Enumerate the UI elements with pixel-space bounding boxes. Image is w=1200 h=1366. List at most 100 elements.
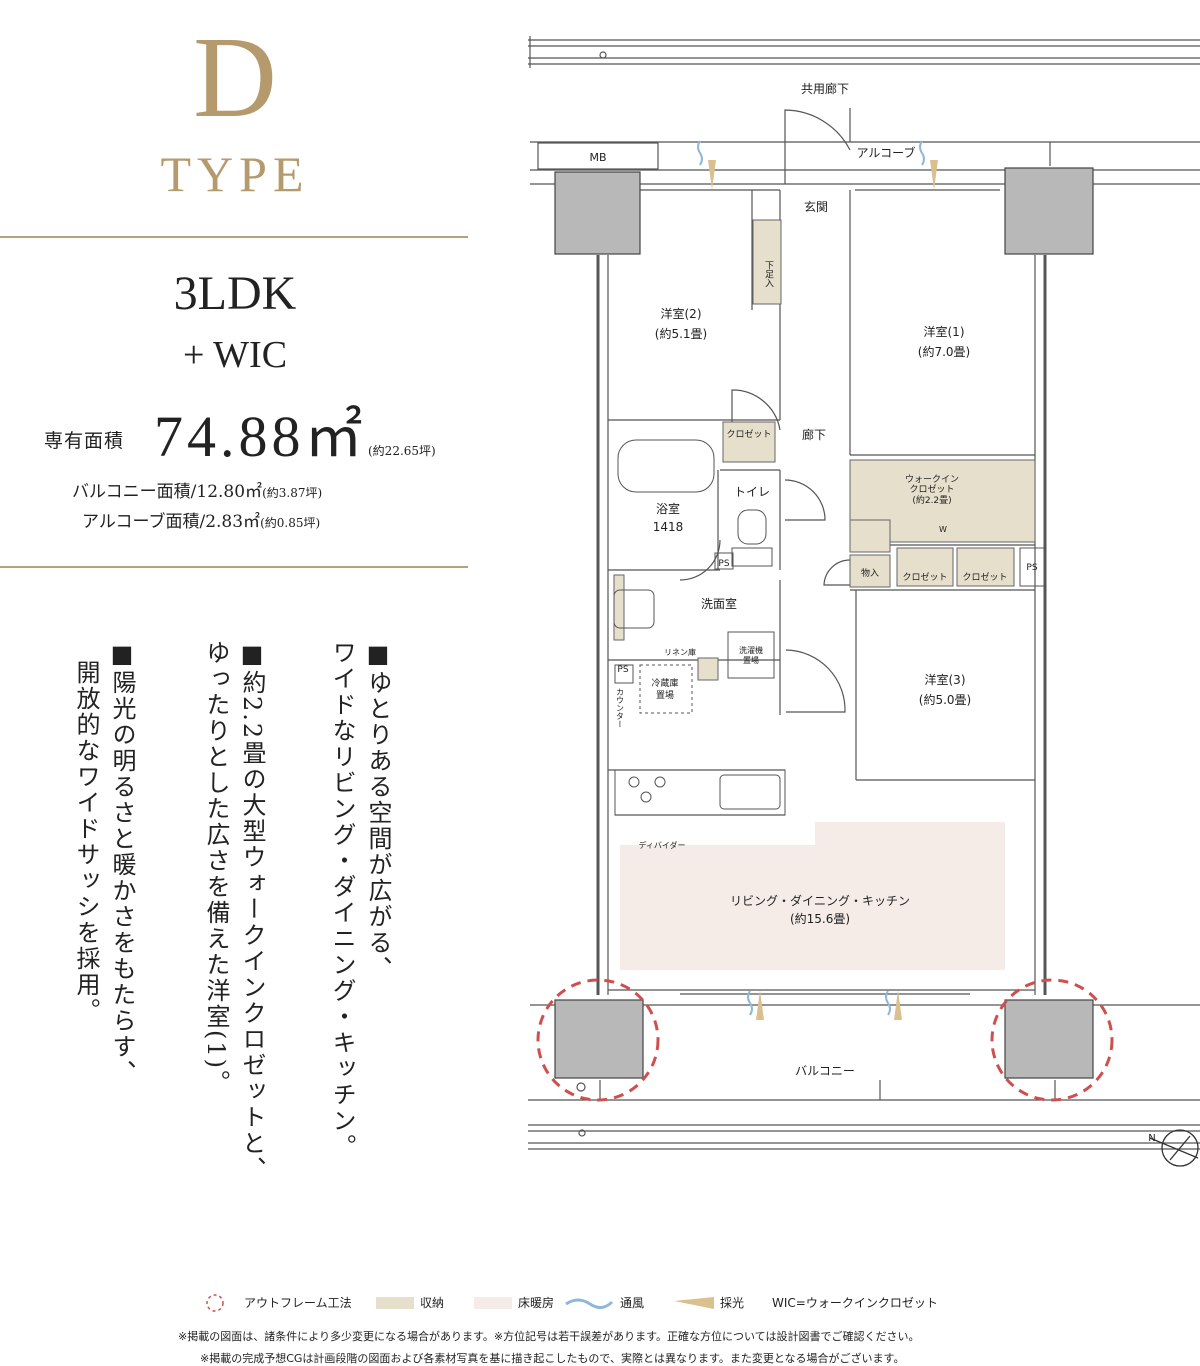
light-icon-back-1 [756, 990, 764, 1020]
label-alcove: アルコーブ [857, 145, 916, 160]
label-room1-size: (約7.0畳) [918, 344, 970, 359]
daylight-legend-icon [672, 1292, 716, 1321]
kitchen-counter [614, 769, 786, 816]
label-walkin-size: (約2.2畳) [912, 494, 951, 506]
label-ps-bath: PS [718, 559, 729, 569]
floor-heating-extension [815, 822, 1005, 852]
label-counter: カウンター [616, 688, 625, 728]
alcove-area: アルコーブ面積/2.83㎡(約0.85坪) [82, 510, 320, 535]
pillar-top-left [554, 171, 641, 255]
shoe-storage [752, 219, 782, 305]
label-closet-room2: クロゼット [726, 428, 771, 440]
legend-ventilation: 通風 [620, 1296, 645, 1310]
kitchen-sink [719, 774, 781, 810]
compass-icon [1149, 1129, 1199, 1167]
alcove-area-tsubo: (約0.85坪) [260, 516, 321, 530]
type-word: TYPE [160, 146, 310, 202]
label-closet-a: クロゼット [902, 571, 947, 583]
feature-2-line-1: ■約2.2畳の大型ウォークインクロゼットと、 [238, 640, 266, 1183]
note-1: ※掲載の図面は、諸条件により多少変更になる場合があります。※方位記号は若干誤差が… [178, 1330, 920, 1343]
label-fridge-2: 置場 [656, 689, 674, 701]
pillar-bottom-right [1004, 999, 1094, 1079]
label-walkin-2: クロゼット [909, 483, 954, 495]
area-value: 74.88㎡ [154, 404, 367, 469]
label-room2-size: (約5.1畳) [655, 326, 707, 341]
label-ps-wash: PS [617, 665, 628, 675]
light-icon-front-1 [708, 160, 716, 190]
balcony-area-value: バルコニー面積/12.80㎡ [72, 482, 263, 502]
fridge-space [639, 664, 693, 714]
label-room1: 洋室(1) [924, 324, 965, 339]
divider-top [0, 236, 468, 238]
floor-heating-area [620, 845, 1005, 970]
label-ldk: リビング・ダイニング・キッチン [730, 893, 910, 908]
label-divider: ディバイダー [638, 840, 685, 850]
plan-layout: 3LDK [173, 267, 297, 320]
label-north: N [1148, 1133, 1155, 1144]
toilet-bowl [737, 509, 767, 545]
label-room3: 洋室(3) [925, 672, 966, 687]
balcony-area-tsubo: (約3.87坪) [262, 486, 323, 500]
pillar-bottom-left [554, 999, 644, 1079]
area-label: 専有面積 [44, 430, 125, 452]
label-closet-b: クロゼット [962, 571, 1007, 583]
divider-bottom [0, 566, 468, 568]
outframe-circle-right [990, 978, 1114, 1102]
label-balcony: バルコニー [795, 1064, 855, 1078]
label-linen: リネン庫 [664, 647, 696, 657]
alcove-area-value: アルコーブ面積/2.83㎡ [82, 512, 261, 532]
outframe-circle-left [536, 978, 660, 1102]
light-icon-front-2 [930, 160, 938, 190]
wind-icon-front-1 [697, 140, 703, 166]
ps-box-bath [714, 552, 734, 570]
label-room3-size: (約5.0畳) [919, 692, 971, 707]
label-washroom: 洗面室 [701, 596, 737, 611]
ps-box-wash [614, 664, 634, 684]
label-washer-1: 洗濯機 [739, 645, 763, 655]
label-walkin: ウォークイン [905, 474, 959, 485]
label-ps-room: PS [1026, 563, 1037, 573]
plan-extra: + WIC [182, 334, 288, 376]
label-ldk-size: (約15.6畳) [790, 911, 850, 926]
legend: アウトフレーム工法 収納 床暖房 通風 採光 WIC=ウォークインクロゼット [200, 1292, 1000, 1314]
wind-icon-front-2 [919, 140, 925, 166]
feature-1-line-1: ■ゆとりある空間が広がる、 [364, 640, 392, 982]
light-icon-back-2 [894, 990, 902, 1020]
pillar-top-right [1004, 167, 1094, 255]
toilet-tank [731, 547, 773, 567]
bathtub [617, 439, 715, 493]
label-toilet: トイレ [734, 485, 770, 499]
washer [727, 631, 775, 679]
wash-basin [613, 589, 655, 629]
walkin-corner [849, 519, 891, 553]
wind-icon-back-2 [885, 990, 891, 1016]
label-mb: MB [589, 151, 606, 164]
feature-2-line-2: ゆったりとした広さを備えた洋室(1)。 [202, 640, 230, 1096]
linen-storage [697, 657, 719, 681]
closet-a [896, 547, 954, 587]
label-entrance: 玄関 [804, 199, 828, 214]
label-bath-size: 1418 [653, 520, 684, 534]
stove-burner-2 [654, 776, 666, 788]
outframe-legend-icon [204, 1292, 226, 1321]
legend-outframe: アウトフレーム工法 [244, 1296, 352, 1310]
legend-floor-heating: 床暖房 [518, 1296, 555, 1310]
label-shoe-storage: 下足入 [763, 261, 774, 288]
legend-storage: 収納 [420, 1296, 445, 1310]
ventilation-legend-icon [564, 1292, 614, 1321]
label-bath: 浴室 [656, 501, 680, 516]
area-row: 専有面積 74.88㎡ (約22.65坪) [38, 404, 468, 474]
legend-wic: WIC=ウォークインクロゼット [772, 1296, 938, 1310]
stove-burner-1 [628, 776, 640, 788]
feature-1-line-2: ワイドなリビング・ダイニング・キッチン。 [328, 640, 356, 1160]
label-room2: 洋室(2) [661, 306, 702, 321]
label-w: W [939, 525, 947, 534]
wind-icon-back-1 [747, 990, 753, 1016]
note-2: ※掲載の完成予想CGは計画段階の図面および各素材写真を基に描き起こしたもので、実… [200, 1352, 905, 1365]
closet-room2 [722, 421, 776, 463]
label-hallway: 廊下 [802, 427, 826, 442]
storage-box [849, 554, 891, 588]
ps-box-room [1019, 547, 1045, 587]
label-fridge-1: 冷蔵庫 [651, 677, 678, 689]
floor-heating-legend-swatch [474, 1297, 512, 1309]
